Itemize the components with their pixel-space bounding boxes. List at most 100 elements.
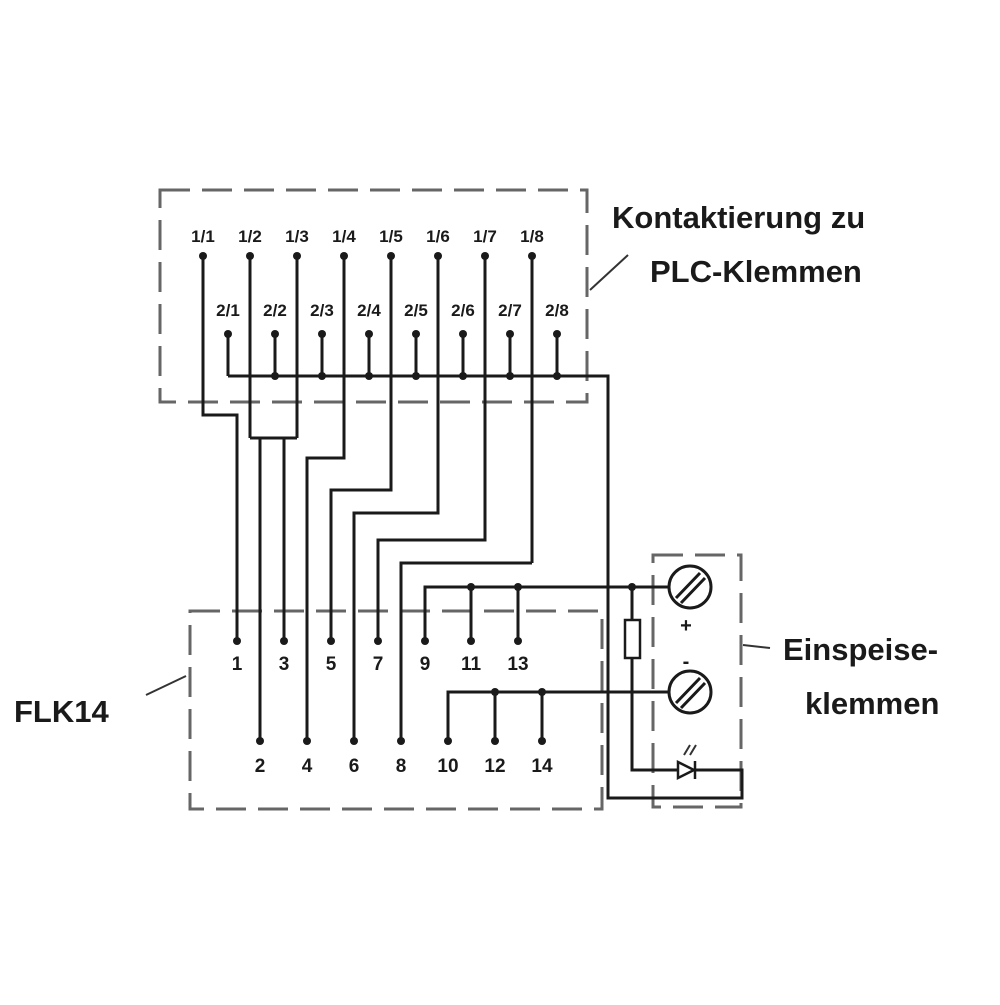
common-bus-wire: [228, 374, 744, 800]
terminal-dot: [256, 737, 264, 745]
junction-dot: [459, 372, 467, 380]
supply-label-line1: Einspeise-: [783, 632, 938, 667]
terminal-dot: [350, 737, 358, 745]
pin-label: 1/3: [285, 227, 309, 246]
pin-label: 2/8: [545, 301, 569, 320]
wire-1-5: [352, 488, 440, 740]
pin-dot: [412, 330, 420, 338]
pin-labels-row1: 1/1 1/2 1/3 1/4 1/5 1/6 1/7 1/8: [191, 227, 544, 246]
terminal-dot: [467, 637, 475, 645]
screw-terminal-plus-icon: [667, 564, 713, 610]
pin-label: 1/7: [473, 227, 497, 246]
minus-sign: -: [683, 651, 690, 673]
supply-plus-rail: [423, 583, 672, 640]
pin-dot: [528, 252, 536, 260]
pin-label: 1/5: [379, 227, 403, 246]
terminal-labels-even: 2 4 6 8 10 12 14: [255, 756, 553, 777]
pin-dot: [340, 252, 348, 260]
pin-label: 1/2: [238, 227, 262, 246]
pin-label: 1/4: [332, 227, 356, 246]
plc-label-line2: PLC-Klemmen: [650, 254, 862, 289]
plus-sign: +: [680, 615, 692, 637]
terminal-label: 5: [326, 654, 337, 675]
junction-dot: [318, 372, 326, 380]
wire-1-8: [399, 561, 532, 740]
junction-dot: [514, 583, 522, 591]
pin-label: 2/6: [451, 301, 475, 320]
pin-labels-row2: 2/1 2/2 2/3 2/4 2/5 2/6 2/7 2/8: [216, 301, 569, 320]
terminal-dot: [280, 637, 288, 645]
screw-slot: [674, 676, 707, 710]
pin-label: 2/7: [498, 301, 522, 320]
terminal-dot: [538, 737, 546, 745]
junction-dot: [506, 372, 514, 380]
terminal-label: 10: [437, 756, 458, 777]
terminal-dot: [374, 637, 382, 645]
terminal-label: 8: [396, 756, 407, 777]
terminal-label: 7: [373, 654, 384, 675]
wire-1-6: [376, 523, 487, 640]
terminal-label: 9: [420, 654, 431, 675]
led-triangle: [676, 759, 697, 781]
pin-dot: [481, 252, 489, 260]
supply-components: + -: [623, 564, 713, 781]
pin-label: 2/5: [404, 301, 428, 320]
wire-1-1: [201, 405, 239, 640]
module-label: FLK14: [14, 694, 110, 729]
pin-label: 2/3: [310, 301, 334, 320]
terminal-dot: [233, 637, 241, 645]
junction-dot: [412, 372, 420, 380]
pin-dot: [199, 252, 207, 260]
flk14-callout-leader: [145, 675, 187, 696]
junction-dot: [271, 372, 279, 380]
terminal-labels-odd: 1 3 5 7 9 11 13: [232, 654, 529, 675]
terminal-label: 4: [302, 756, 313, 777]
pin-label: 2/4: [357, 301, 381, 320]
plus-rail-wire: [423, 585, 672, 640]
led-icon: [676, 744, 697, 781]
wire-1-4: [305, 430, 346, 740]
terminal-label: 6: [349, 756, 360, 777]
terminal-dot: [327, 637, 335, 645]
pin-dot: [365, 330, 373, 338]
supply-minus-rail: [446, 688, 672, 740]
junction-dot: [467, 583, 475, 591]
pin-dot: [246, 252, 254, 260]
terminal-dot: [491, 737, 499, 745]
pin-dot: [271, 330, 279, 338]
row2-pins: [224, 330, 744, 800]
screw-slot: [674, 571, 707, 605]
pin-dot: [434, 252, 442, 260]
supply-label-line2: klemmen: [805, 686, 939, 721]
resistor: [623, 618, 642, 660]
pin-label: 1/6: [426, 227, 450, 246]
terminal-dot: [444, 737, 452, 745]
junction-dot: [553, 372, 561, 380]
pin-label: 2/1: [216, 301, 240, 320]
pin-label: 1/8: [520, 227, 544, 246]
pin-dot: [318, 330, 326, 338]
supply-terminal-box: [651, 553, 743, 809]
junction-dot: [365, 372, 373, 380]
signal-wires: [201, 405, 532, 740]
terminal-dot: [303, 737, 311, 745]
junction-dot: [491, 688, 499, 696]
terminal-label: 11: [461, 654, 482, 675]
supply-callout-leader: [742, 644, 771, 649]
pin-dot: [224, 330, 232, 338]
wire-1-4b: [329, 458, 393, 640]
plc-callout-leader: [589, 254, 629, 291]
terminal-dots: [233, 637, 546, 745]
plc-contact-box: [158, 188, 589, 404]
terminal-label: 3: [279, 654, 290, 675]
terminal-label: 13: [507, 654, 528, 675]
pin-label: 2/2: [263, 301, 287, 320]
terminal-dot: [397, 737, 405, 745]
pin-dot: [387, 252, 395, 260]
pin-label: 1/1: [191, 227, 215, 246]
led-rays: [683, 744, 697, 756]
terminal-label: 12: [484, 756, 505, 777]
pin-dot: [506, 330, 514, 338]
terminal-dot: [421, 637, 429, 645]
